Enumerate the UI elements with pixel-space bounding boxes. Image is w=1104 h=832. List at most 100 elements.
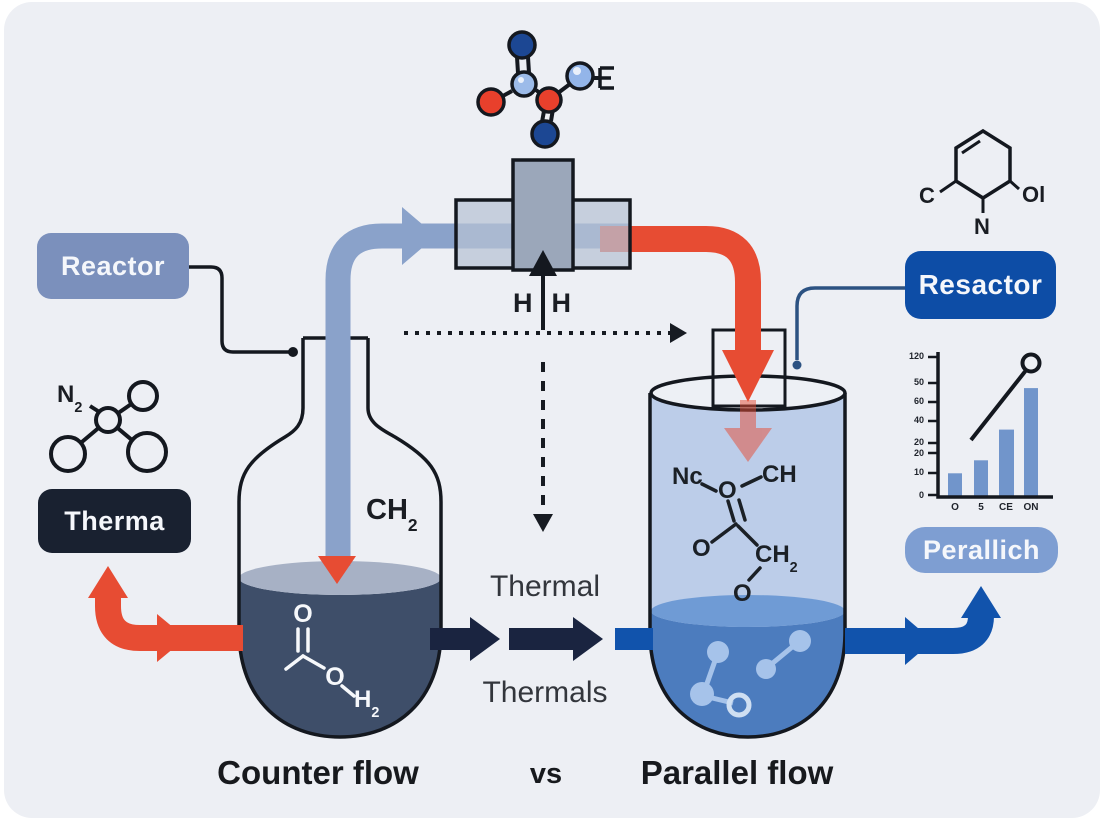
vessel-ch2: CH2 [755, 541, 798, 575]
red-exit-arrowhead [88, 566, 128, 598]
ch2-main: CH [366, 494, 408, 526]
double-bond [961, 139, 981, 155]
vessel-ch2-main: CH [755, 541, 790, 568]
chart-ytick: 20 [913, 437, 924, 447]
n2-molecule-sketch [49, 380, 168, 473]
red-faded-arrow [724, 400, 772, 462]
chart-trend-line [969, 367, 1029, 442]
atom-circle [94, 406, 122, 434]
n2-sub: 2 [74, 399, 83, 416]
flask-h2-main: H [354, 686, 372, 713]
ch2-sub: 2 [407, 514, 418, 535]
resactor-callout-connector [792, 286, 905, 370]
mixing-valve [454, 158, 632, 330]
hexagon-ol-label: Ol [1022, 182, 1046, 207]
chart-xtick: ON [1023, 502, 1039, 513]
valve-left-block [454, 198, 516, 270]
nitrogen-sphere [507, 30, 537, 60]
red-pipe-arrowhead [722, 350, 774, 402]
red-exit-arrow [88, 566, 243, 662]
dotted-arrowhead-right [670, 323, 687, 343]
chart-ytick: 10 [913, 467, 924, 477]
reactor-tag-label: Reactor [60, 250, 166, 281]
chart-ytick: 50 [913, 377, 924, 387]
vessel-nc: Nc [672, 463, 703, 490]
vessel-ch: CH [762, 461, 797, 488]
red-feed-pipe [600, 226, 774, 462]
nitrogen-sphere [530, 119, 560, 149]
blue-pipe-arrowhead [402, 207, 436, 265]
vessel-o-left: O [692, 535, 711, 562]
left-flask-liquid [239, 578, 441, 737]
dashed-arrows [404, 323, 687, 532]
connector-dot [288, 347, 298, 357]
blue-feed-pipe [318, 207, 629, 584]
therma-tag-label: Therma [64, 505, 165, 536]
mini-bar-chart [928, 352, 1053, 499]
hexagon-n-label: N [974, 214, 990, 239]
blue-exit-arrowhead [961, 586, 1001, 618]
n2-main: N [57, 381, 75, 408]
hexagon-molecule [939, 128, 1020, 213]
flask-o-mid: O [325, 663, 345, 691]
chart-ytick: 40 [913, 415, 924, 425]
atom-circle [127, 380, 159, 412]
chart-xtick: CE [999, 502, 1013, 513]
molecule-sphere [707, 641, 729, 663]
molecule-ring [726, 692, 752, 718]
reactor-callout-connector [189, 265, 298, 357]
molecule-sphere [690, 682, 714, 706]
chart-ticks [928, 355, 938, 497]
triple-bond-glyph [598, 66, 614, 90]
vessel-o-top: O [718, 477, 737, 504]
chart-axes [936, 352, 1053, 499]
chart-ytick: 120 [908, 351, 924, 361]
chart-ytick: 20 [913, 448, 924, 458]
chart-xtick: O [951, 502, 959, 513]
parallel-flow-caption: Parallel flow [640, 754, 834, 791]
dashed-arrowhead-down [533, 514, 553, 532]
chart-ytick: 60 [913, 396, 924, 406]
valve-right-block [570, 198, 632, 270]
perallich-tag: Perallich [905, 527, 1058, 573]
flask-o-top: O [293, 600, 313, 628]
h2-inlet-arrowhead [529, 250, 557, 276]
oxygen-sphere [535, 86, 563, 114]
oxygen-sphere [476, 87, 506, 117]
n2-label: N2 [57, 381, 82, 415]
navy-arrowhead [470, 617, 500, 661]
flask-h2: H2 [354, 686, 379, 720]
chart-bar [999, 429, 1014, 498]
navy-arrowhead [573, 617, 603, 661]
chart-bar [948, 473, 962, 497]
sphere-highlight [573, 67, 581, 75]
chart-ytick: 0 [918, 490, 924, 500]
molecule-sphere [789, 630, 811, 652]
atom-circle [126, 431, 168, 473]
ring [954, 128, 1012, 201]
h2-inlet-label: H H [513, 288, 571, 319]
reactor-tag: Reactor [37, 233, 189, 299]
flask-h2-sub: 2 [371, 704, 380, 721]
navy-arrow-stem [430, 628, 470, 650]
navy-arrow-stem [509, 628, 573, 650]
top-molecule [476, 30, 614, 149]
right-vessel-liquid-surface [651, 595, 845, 627]
therma-tag: Therma [38, 489, 191, 553]
h-right: H [551, 288, 572, 318]
liquid-molecules [690, 630, 811, 718]
carbon-sphere [565, 61, 595, 91]
pipe-ch2-label: CH2 [366, 494, 418, 533]
hexagon-c-label: C [919, 183, 935, 208]
resactor-tag: Resactor [905, 251, 1056, 319]
counter-flow-flask [237, 336, 443, 739]
chart-xtick: 5 [978, 502, 984, 513]
right-vessel-outline [648, 393, 847, 739]
resactor-tag-label: Resactor [918, 269, 1043, 300]
chart-trend-marker [1020, 352, 1042, 374]
atom-circle [49, 435, 87, 473]
chart-bar [974, 460, 988, 497]
left-structure-bonds [284, 627, 356, 698]
